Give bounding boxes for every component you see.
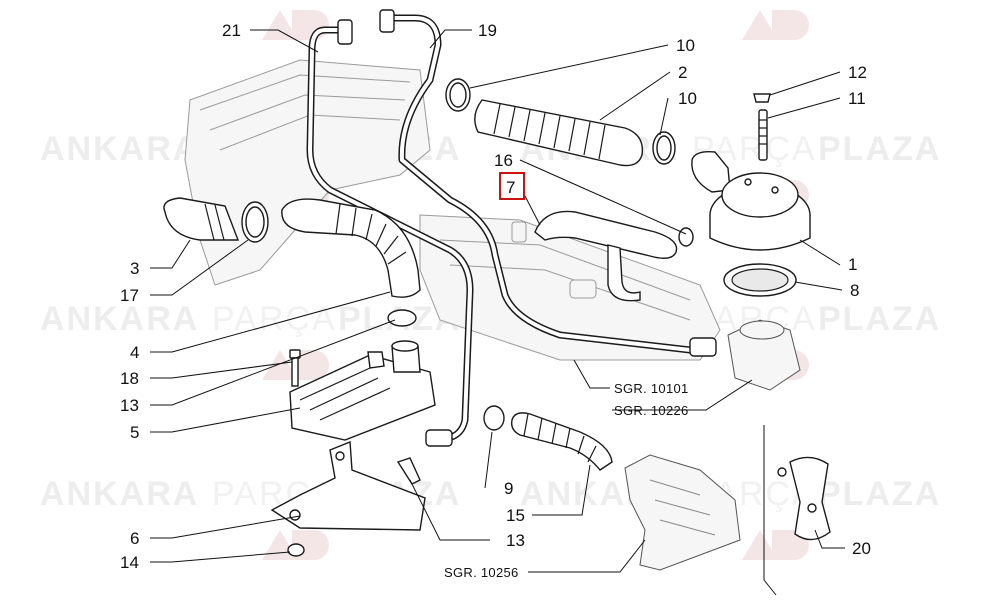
- intake-duct-3: [163, 197, 240, 241]
- callout-labels: 21 19 10 2 10 12 11 16 7 3 17 1 8 4 18 1…: [120, 21, 871, 572]
- reference-labels: SGR. 10101 SGR. 10226 SGR. 10256: [444, 381, 689, 580]
- callout-9: 9: [504, 479, 513, 498]
- reference-sgr-10101: SGR. 10101: [614, 381, 689, 396]
- hose-clamp-10a: [445, 78, 471, 112]
- bent-hose-7: [534, 210, 678, 302]
- screw-13b: [396, 457, 421, 485]
- air-filter-housing-1: [691, 150, 811, 251]
- watermark-text: PLAZA: [818, 130, 941, 168]
- watermark-logo: [262, 10, 329, 40]
- vent-hose-21: [306, 19, 474, 447]
- watermark-text: ANKARA: [40, 475, 199, 513]
- clamp-16: [678, 227, 694, 247]
- vent-hose-19: [379, 9, 717, 357]
- stud-11-nut-12: [753, 93, 771, 161]
- hose-clamp-17: [241, 201, 269, 243]
- callout-3: 3: [130, 259, 139, 278]
- watermark-text: PARÇA: [212, 300, 337, 338]
- callout-13: 13: [506, 531, 525, 550]
- callout-18: 18: [120, 369, 139, 388]
- reference-sgr-10226: SGR. 10226: [614, 403, 689, 418]
- clamp-9: [483, 405, 505, 431]
- highlight-box-7: [499, 172, 525, 200]
- callout-17: 17: [120, 286, 139, 305]
- watermark-text: ANKARA: [40, 130, 199, 168]
- callout-8: 8: [850, 281, 859, 300]
- nut-14: [287, 543, 305, 557]
- callout-21: 21: [222, 21, 241, 40]
- callout-14: 14: [120, 553, 139, 572]
- clip-20: [777, 456, 831, 541]
- watermark-text: PLAZA: [818, 475, 941, 513]
- callout-15: 15: [506, 506, 525, 525]
- resonator-box-5: [289, 340, 436, 441]
- callout-1: 1: [848, 255, 857, 274]
- clamp-13a: [387, 309, 417, 327]
- callout-12: 12: [848, 63, 867, 82]
- watermark-logo: [742, 10, 809, 40]
- seal-ring-8: [723, 263, 797, 297]
- hose-clamp-10b: [652, 131, 676, 165]
- callout-7: 7: [506, 178, 515, 197]
- callout-13: 13: [120, 396, 139, 415]
- reference-sgr-10256: SGR. 10256: [444, 565, 519, 580]
- throttle-body: [727, 319, 801, 391]
- callout-6: 6: [130, 529, 139, 548]
- bolt-18: [289, 349, 301, 387]
- watermark-text: PLAZA: [818, 300, 941, 338]
- watermark-text: ANKARA: [40, 300, 199, 338]
- watermark-logo: [742, 530, 809, 560]
- callout-16: 16: [494, 151, 513, 170]
- callout-10: 10: [678, 89, 697, 108]
- corrugated-bend-4: [281, 198, 421, 298]
- callout-10: 10: [676, 36, 695, 55]
- callout-11: 11: [848, 89, 866, 108]
- callout-4: 4: [130, 343, 139, 362]
- watermark-row-1: ANKARA PARÇA PLAZA ANKARA PARÇA PLAZA: [40, 130, 941, 168]
- callout-5: 5: [130, 423, 139, 442]
- callout-19: 19: [478, 21, 497, 40]
- callout-2: 2: [678, 63, 687, 82]
- corrugated-hose-2: [474, 99, 644, 167]
- intake-manifold: [624, 454, 741, 571]
- corrugated-hose-15: [510, 412, 613, 471]
- callout-20: 20: [852, 539, 871, 558]
- separator-line: [763, 425, 777, 596]
- leader-lines: [150, 29, 845, 573]
